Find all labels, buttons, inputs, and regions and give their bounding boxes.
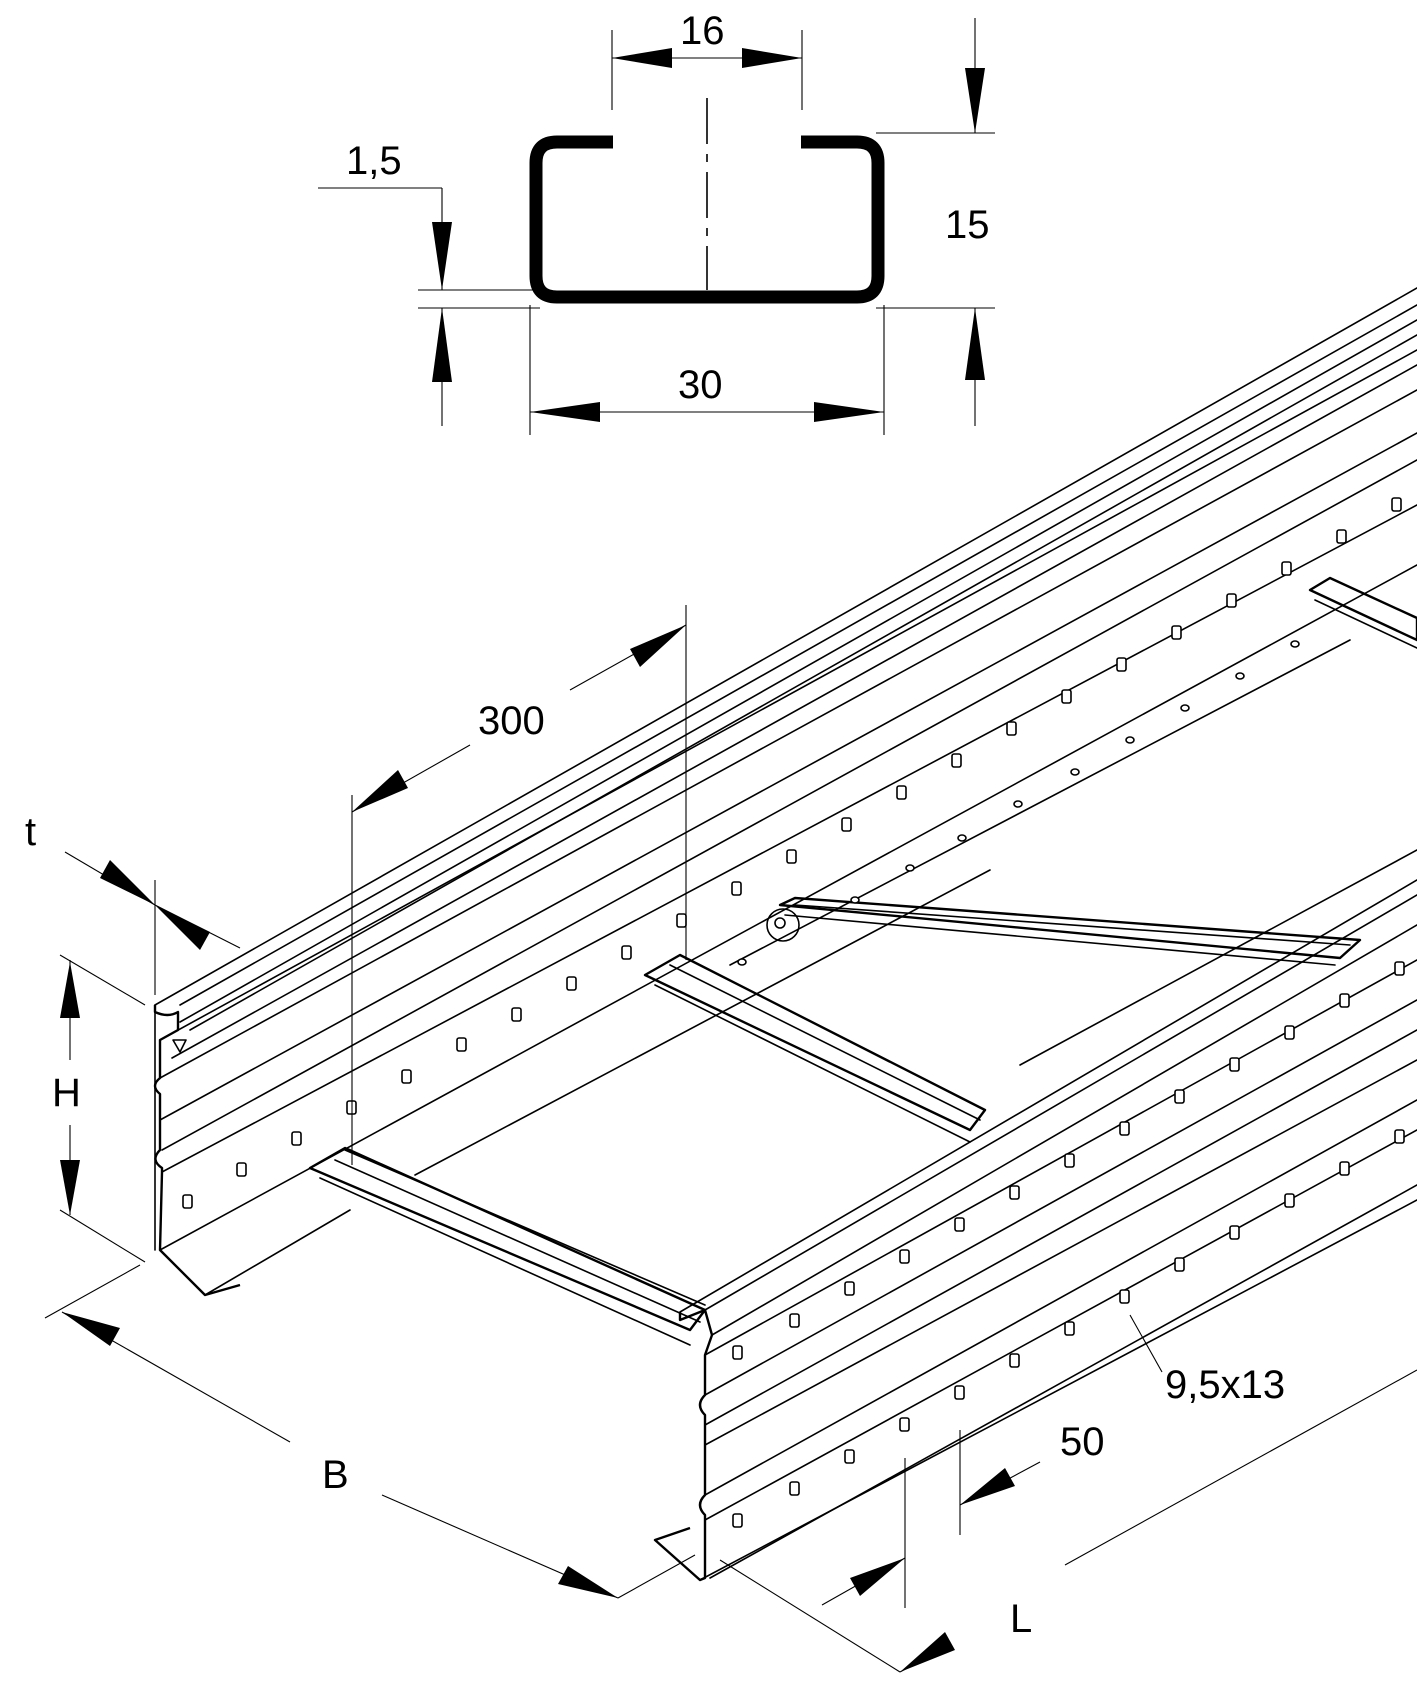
dim-slot-size: 9,5x13 bbox=[1129, 1314, 1285, 1407]
label-height: 15 bbox=[945, 203, 990, 247]
dim-wall: 1,5 bbox=[318, 139, 540, 426]
rung-1 bbox=[308, 1146, 707, 1346]
back-side-rail bbox=[153, 287, 1417, 1297]
label-length: L bbox=[1010, 1597, 1032, 1641]
dim-side-height: H bbox=[52, 954, 146, 1263]
cable-ladder bbox=[153, 287, 1417, 1582]
label-thickness: t bbox=[25, 810, 36, 854]
label-slot-pitch: 50 bbox=[1060, 1420, 1105, 1464]
dim-opening: 16 bbox=[611, 9, 803, 110]
label-side-height: H bbox=[52, 1071, 81, 1115]
dim-slot-pitch: 50 bbox=[821, 1420, 1105, 1608]
front-side-rail bbox=[653, 879, 1417, 1582]
rung-3 bbox=[766, 896, 1362, 966]
dim-width: 30 bbox=[529, 305, 885, 435]
c-profile-section: 16 15 1,5 bbox=[318, 9, 995, 435]
dim-width-b: B bbox=[44, 1264, 696, 1599]
label-rung-spacing: 300 bbox=[478, 699, 545, 743]
dim-thickness: t bbox=[25, 810, 241, 995]
label-width: 30 bbox=[678, 363, 723, 407]
back-rail-slots bbox=[182, 497, 1402, 1209]
label-wall: 1,5 bbox=[346, 139, 402, 183]
label-slot-size: 9,5x13 bbox=[1165, 1363, 1285, 1407]
dim-rung-spacing: 300 bbox=[351, 605, 687, 1165]
ladder-dimensions: 300 t H B bbox=[25, 605, 1417, 1673]
rung-4 bbox=[1308, 576, 1417, 649]
floor-holes bbox=[737, 640, 1300, 966]
dim-length: L bbox=[719, 1369, 1417, 1673]
rung-2 bbox=[643, 953, 987, 1143]
dim-height: 15 bbox=[876, 18, 995, 426]
c-profile-outline bbox=[529, 135, 885, 304]
front-rail-slots-lower bbox=[732, 1129, 1405, 1528]
rungs bbox=[308, 576, 1417, 1346]
label-width-b: B bbox=[322, 1453, 349, 1497]
front-rail-slots-upper bbox=[732, 961, 1405, 1360]
label-opening: 16 bbox=[680, 9, 725, 53]
